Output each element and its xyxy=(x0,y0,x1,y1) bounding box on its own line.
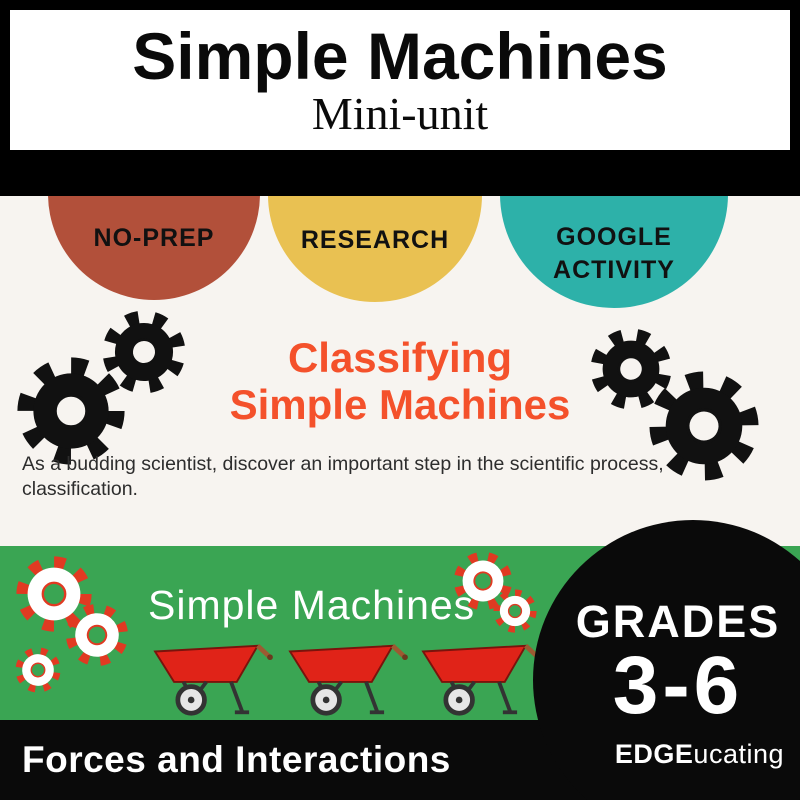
badge-label: RESEARCH xyxy=(300,225,450,254)
main-heading-line2: Simple Machines xyxy=(229,381,571,429)
main-heading: Classifying Simple Machines xyxy=(0,334,800,428)
header: Simple Machines Mini-unit xyxy=(0,0,800,150)
badge-google-activity: GOOGLE ACTIVITY xyxy=(500,196,728,308)
page-title: Simple Machines xyxy=(132,19,668,93)
grades-range: 3-6 xyxy=(612,639,744,731)
badge-label: NO-PREP xyxy=(93,223,215,252)
wheelbarrow-icon xyxy=(148,642,278,718)
footer-title: Forces and Interactions xyxy=(22,739,451,780)
brand-logo: EDGEucating xyxy=(615,739,784,770)
badge-label: GOOGLE ACTIVITY xyxy=(553,223,675,284)
banner-title: Simple Machines xyxy=(148,582,476,628)
main-heading-line1: Classifying xyxy=(287,334,513,381)
wheelbarrow-icon xyxy=(283,642,413,718)
description-text: As a budding scientist, discover an impo… xyxy=(22,453,664,500)
brand-logo-bold: EDGE xyxy=(614,739,694,769)
gear-icon xyxy=(492,588,538,634)
badge-no-prep: NO-PREP xyxy=(48,196,260,300)
gear-icon xyxy=(11,643,65,697)
brand-logo-rest: ucating xyxy=(693,739,784,769)
page-subtitle: Mini-unit xyxy=(311,88,489,139)
main-section: NO-PREP RESEARCH GOOGLE ACTIVITY Classif… xyxy=(0,196,800,546)
grades-label: GRADES xyxy=(575,595,781,647)
badge-research: RESEARCH xyxy=(268,196,482,302)
divider-band xyxy=(0,150,800,196)
wheelbarrow-icon xyxy=(416,642,546,718)
